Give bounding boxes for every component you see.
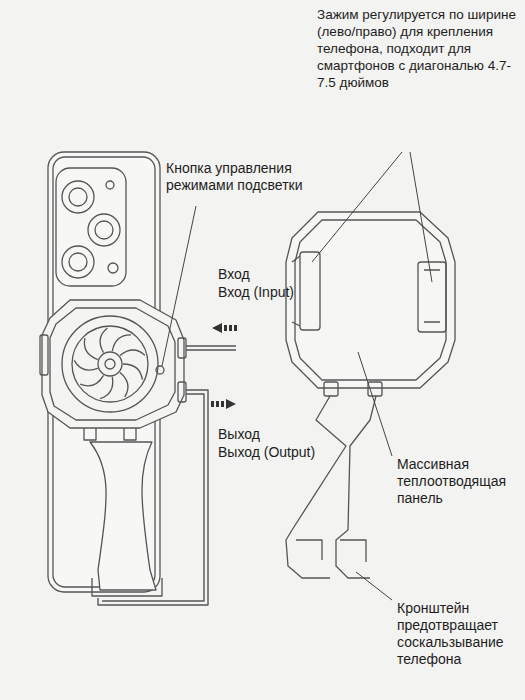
fan-blade [100,377,113,399]
leader-lines [162,152,432,600]
light-button [156,366,164,374]
fan-blade [84,338,97,359]
fan-blade [112,335,131,351]
callout-text: Массивная теплоотводящая панель [397,456,521,507]
fan-blade [120,350,145,356]
fan-blade [120,372,128,396]
clamp-frame [286,212,455,396]
port-label: Вход (Input) [218,284,348,301]
callout-text: Кнопка управления режимами подсветки [166,160,316,194]
left-pad [300,252,320,330]
stand [84,428,162,596]
port-label: Вход [218,266,338,283]
callout-text: Зажим регулируется по ширине (лево/право… [317,6,521,91]
callout-text: Кронштейн предотвращает соскальзывание т… [397,600,521,668]
fan-blade [74,360,98,370]
fan-blade [123,364,142,380]
cooler [40,300,186,428]
fan-blade [80,375,103,386]
port-label: Выход (Output) [218,444,358,461]
cables [98,346,236,605]
port-label: Выход [218,426,338,443]
right-pad [418,262,446,332]
direction-arrows [211,323,237,409]
bracket [286,396,376,578]
fan-blade [100,328,107,353]
